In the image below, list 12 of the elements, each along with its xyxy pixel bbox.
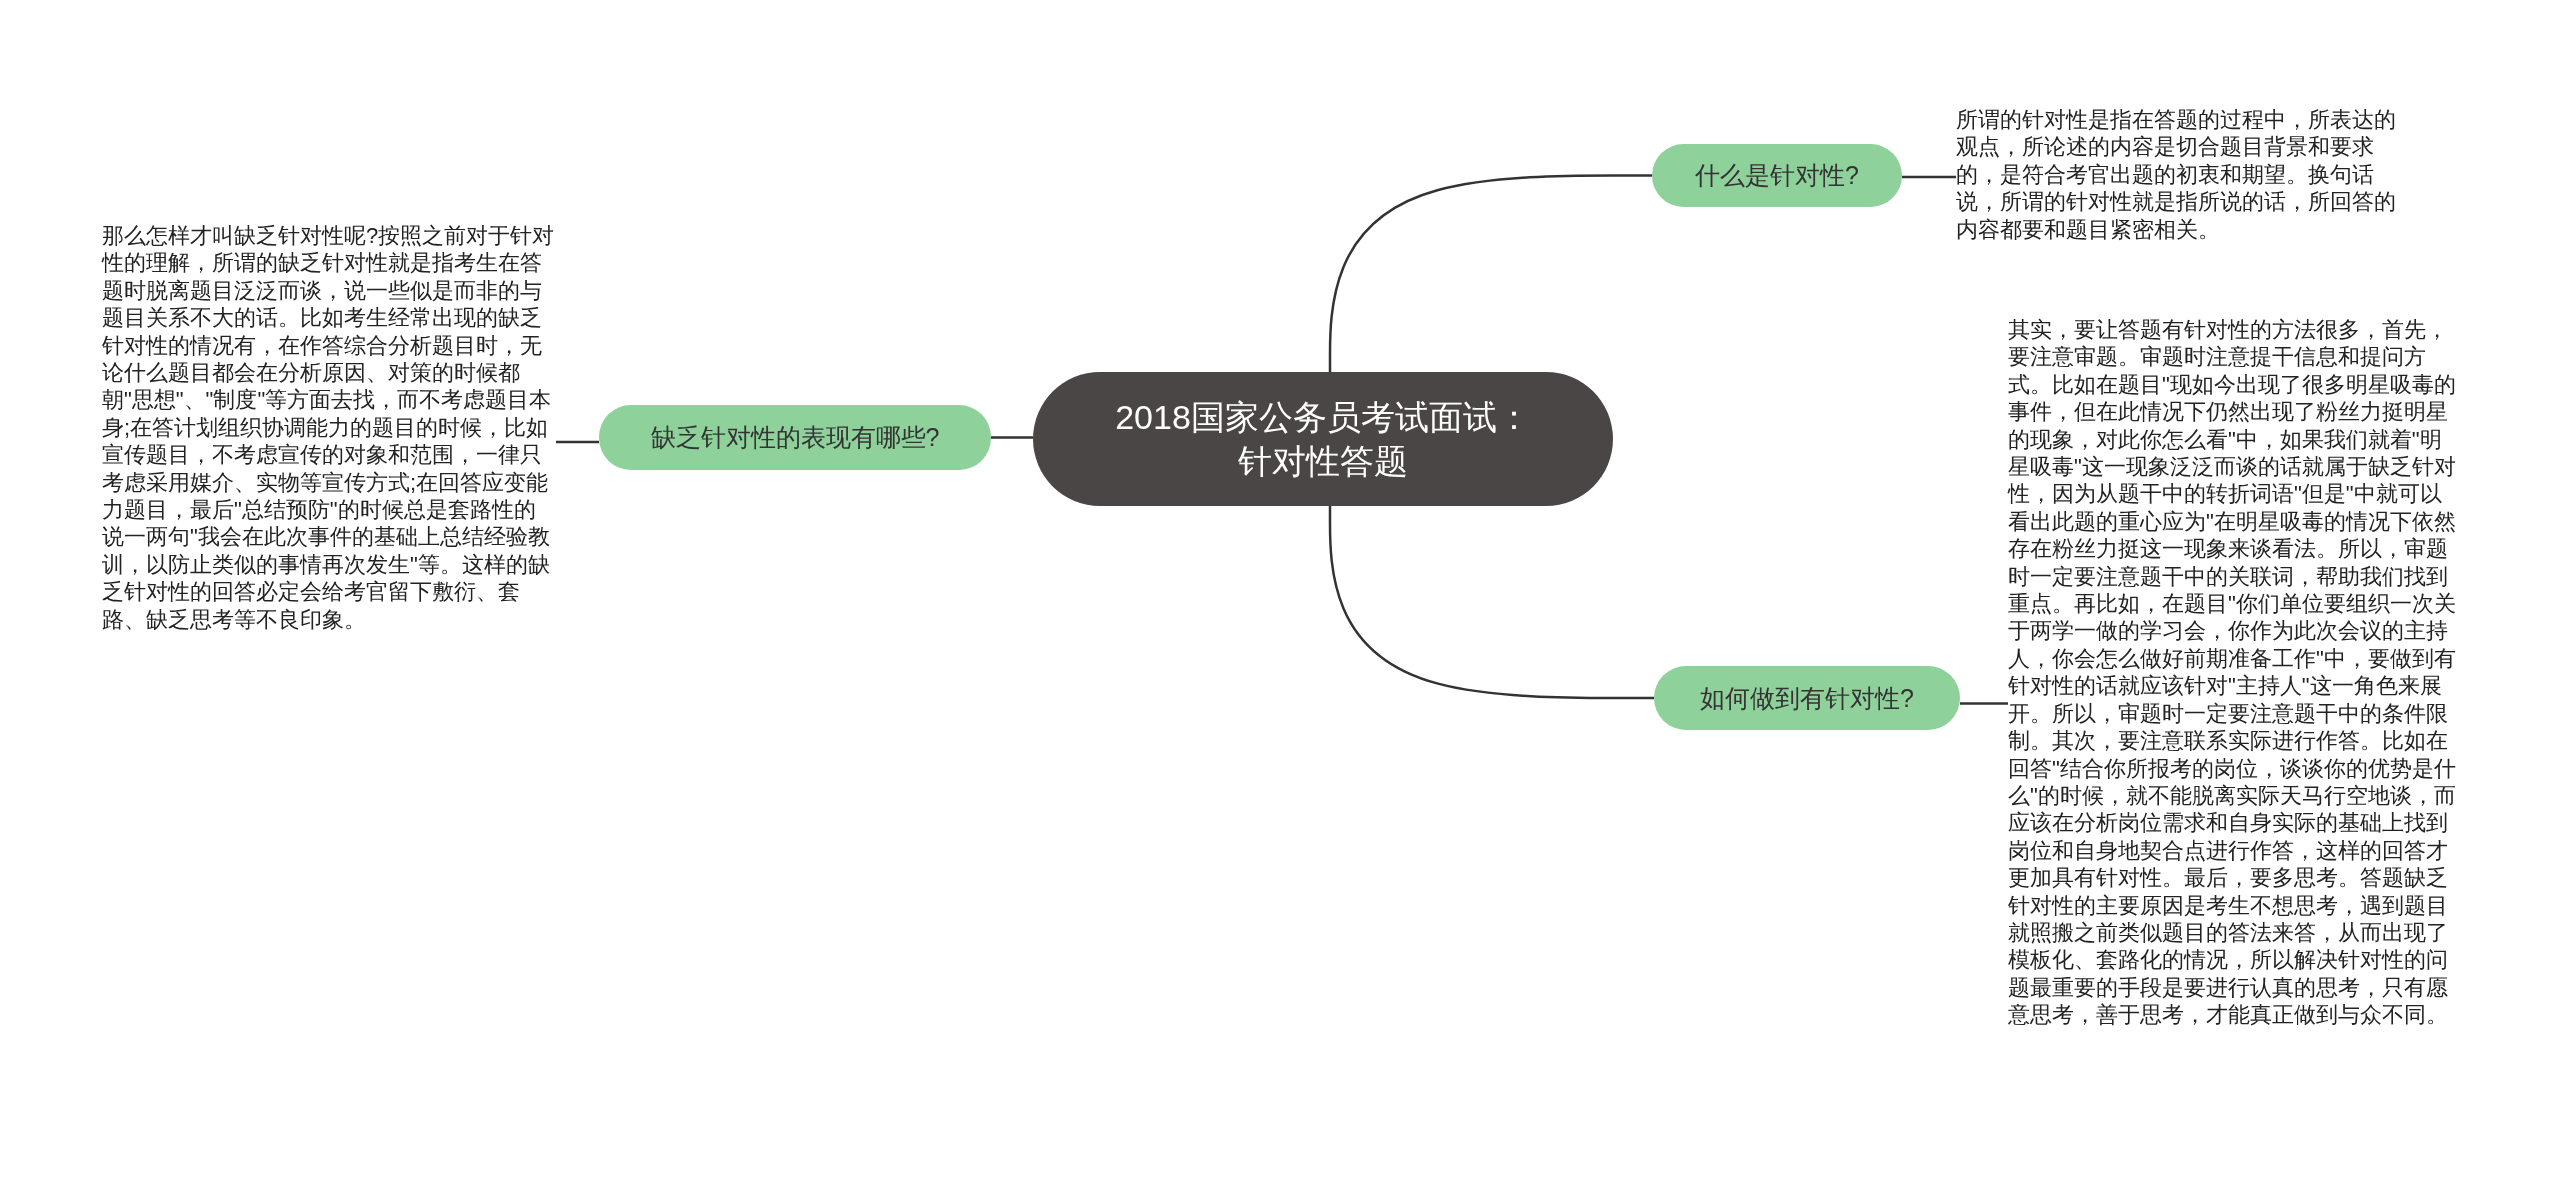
connector-line (1902, 175, 1956, 179)
topic-note: 那么怎样才叫缺乏针对性呢?按照之前对于针对性的理解，所谓的缺乏针对性就是指考生在答题时脱离题目泛泛而谈，说一些似是而非的与题目关系不大的话。比如考生经常出现的缺乏针对性的情况有，在作答综合分析题目时，无论什么题目都会在分析原因、对策的时候都朝"思想"、"制度"等方面去找，而不考虑题目本身;在答计划组织协调能力的题目的时候，比如宣传题目，不考虑宣传的对象和范围，一律只考虑采用媒介、实物等宣传方式;在回答应变能力题目，最后"总结预防"的时候总是套路性的说一两句"我会在此次事件的基础上总结经验教训，以防止类似的事情再次发生"等。这样的缺乏针对性的回答必定会给考官留下敷衍、套路、缺乏思考等不良印象。 (102, 222, 556, 662)
topic-note: 所谓的针对性是指在答题的过程中，所表达的观点，所论述的内容是切合题目背景和要求的，是符合考官出题的初衷和期望。换句话说，所谓的针对性就是指所说的话，所回答的内容都要和题目紧密相关。 (1956, 106, 2408, 248)
connector-line (556, 440, 599, 444)
connector-line (1328, 174, 1652, 372)
connector-line (991, 436, 1033, 439)
connector-line (1960, 702, 2008, 705)
central-topic: 2018国家公务员考试面试：针对性答题 (1033, 372, 1613, 506)
topic-note: 其实，要让答题有针对性的方法很多，首先，要注意审题。审题时注意提干信息和提问方式。比如在题目"现如今出现了很多明星吸毒的事件，但在此情况下仍然出现了粉丝力挺明星的现象，对此你怎么看"中，如果我们就着"明星吸毒"这一现象泛泛而谈的话就属于缺乏针对性，因为从题干中的转折词语"但是"中就可以看出此题的重心应为"在明星吸毒的情况下依然存在粉丝力挺这一现象来谈看法。所以，审题时一定要注意题干中的关联词，帮助我们找到重点。再比如，在题目"你们单位要组织一次关于两学一做的学习会，你作为此次会议的主持人，你会怎么做好前期准备工作"中，要做到有针对性的话就应该针对"主持人"这一角色来展开。所以，审题时一定要注意题干中的条件限制。其次，要注意联系实际进行作答。比如在回答"结合你所报考的岗位，谈谈你的优势是什么"的时候，就不能脱离实际天马行空地谈，而应该在分析岗位需求和自身实际的基础上找到岗位和自身地契合点进行作答，这样的回答才更加具有针对性。最后，要多思考。答题缺乏针对性的主要原因是考生不想思考，遇到题目就照搬之前类似题目的答法来答，从而出现了模板化、套路化的情况，所以解决针对性的问题最重要的手段是要进行认真的思考，只有愿意思考，善于思考，才能真正做到与众不同。 (2008, 316, 2460, 1091)
branch-topic: 缺乏针对性的表现有哪些? (599, 405, 991, 470)
branch-topic: 如何做到有针对性? (1654, 666, 1960, 730)
branch-topic: 什么是针对性? (1652, 144, 1902, 207)
